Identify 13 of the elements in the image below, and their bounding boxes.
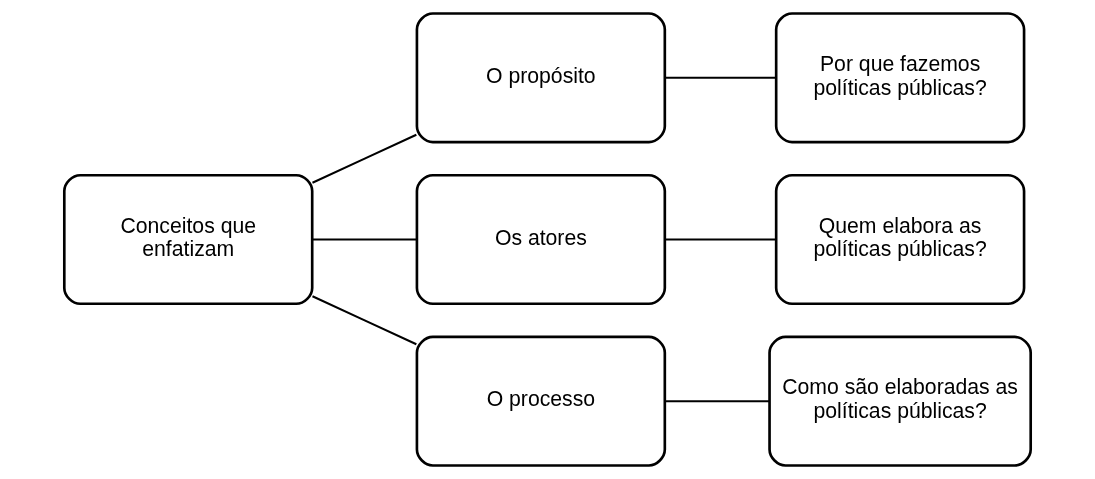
node-box: Os atores bbox=[415, 173, 667, 306]
connector bbox=[312, 238, 417, 241]
connector bbox=[664, 400, 770, 403]
connector bbox=[312, 133, 417, 184]
node-box: Conceitos que enfatizam bbox=[62, 173, 314, 306]
connector bbox=[312, 295, 417, 346]
node-box: Como são elaboradas as políticas públicas? bbox=[768, 335, 1033, 467]
node-box: Por que fazemos políticas públicas? bbox=[774, 12, 1026, 144]
node-box: Quem elabora as políticas públicas? bbox=[774, 173, 1026, 306]
node-box: O propósito bbox=[415, 12, 667, 144]
connector bbox=[664, 76, 776, 79]
connector bbox=[664, 238, 776, 241]
node-box: O processo bbox=[415, 335, 667, 467]
